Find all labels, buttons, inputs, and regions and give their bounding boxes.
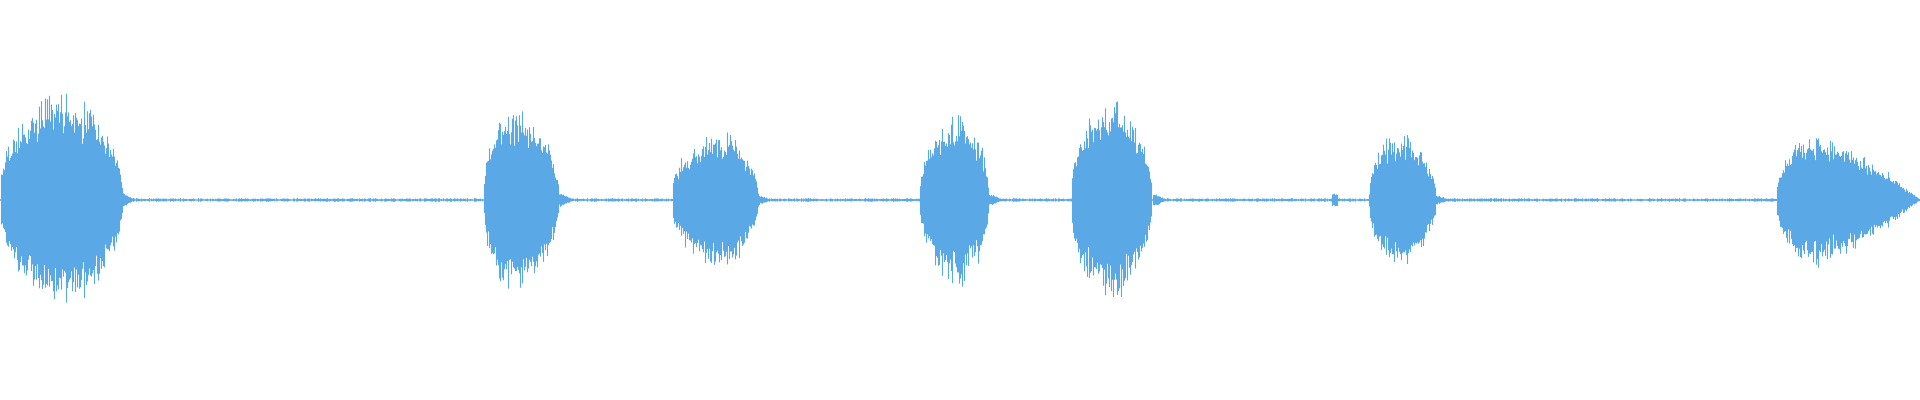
- waveform-samples: [0, 93, 1920, 303]
